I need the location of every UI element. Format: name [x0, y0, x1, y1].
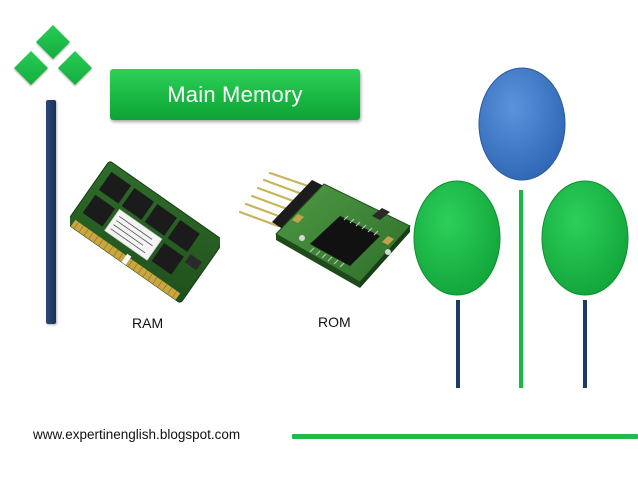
right-dark-stem	[583, 300, 587, 388]
footer-url: www.expertinenglish.blogspot.com	[33, 427, 241, 442]
right-green-balloon	[541, 180, 629, 296]
ram-caption: RAM	[132, 315, 164, 331]
diamond-top-icon	[36, 25, 70, 59]
rom-caption: ROM	[318, 314, 351, 330]
blue-balloon	[478, 67, 566, 181]
left-dark-stem	[456, 300, 460, 388]
ram-module-image	[70, 161, 220, 303]
footer-divider	[292, 434, 638, 439]
balloon-diagram	[413, 67, 629, 388]
diamond-left-icon	[14, 51, 48, 85]
diamond-right-icon	[58, 51, 92, 85]
page-title: Main Memory	[167, 81, 303, 107]
left-green-balloon	[413, 180, 501, 296]
left-vertical-bar	[46, 100, 56, 324]
rom-module-image	[238, 172, 411, 288]
title-banner: Main Memory	[110, 69, 360, 120]
green-stem	[519, 190, 523, 388]
